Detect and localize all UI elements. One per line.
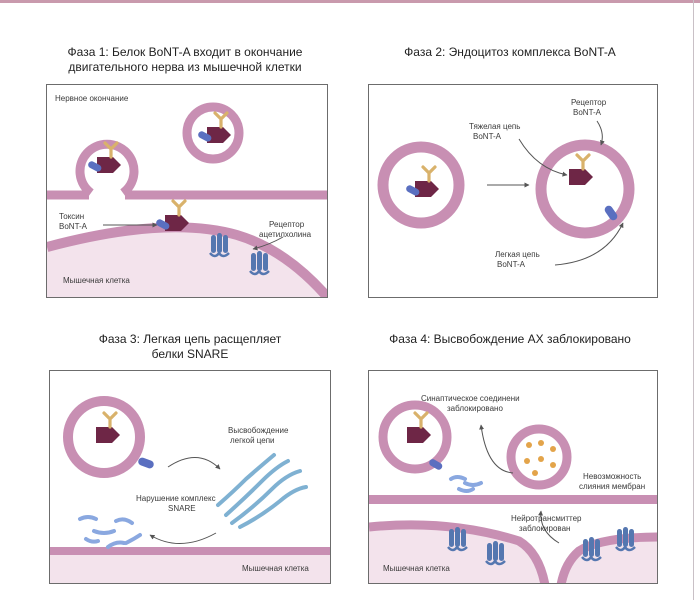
vesicle xyxy=(378,400,452,474)
phase1-title-line1: Фаза 1: Белок BoNT-A входит в окончание xyxy=(67,45,303,59)
acetylcholine-receptor-icon xyxy=(208,231,231,258)
muscle-label: Мышечная клетка xyxy=(242,564,309,573)
neurotransmitter-dot xyxy=(538,456,544,462)
snare-fragment xyxy=(78,515,98,521)
phase3-illustration: Высвобождение легкой цепи Нарушение комп… xyxy=(50,396,330,583)
toxin-label-1: Токсин xyxy=(59,212,84,221)
heavy-label-2: BoNT-A xyxy=(473,132,502,141)
muscle-label: Мышечная клетка xyxy=(383,564,450,573)
phase2-title-line1: Фаза 2: Эндоцитоз комплекса BoNT-A xyxy=(404,45,616,59)
toxin-icon xyxy=(153,199,191,233)
toxin-icon xyxy=(567,153,595,187)
acetylcholine-receptor-icon xyxy=(484,539,507,566)
acetylcholine-receptor-icon xyxy=(248,249,271,276)
nerve-membrane xyxy=(369,495,657,504)
arrow-icon xyxy=(252,236,284,251)
muscle-membrane xyxy=(47,222,327,297)
phase4-title-line1: Фаза 4: Высвобождение АХ заблокировано xyxy=(389,332,631,346)
neurotransmitter-dot xyxy=(550,462,556,468)
acetylcholine-receptor-icon xyxy=(580,535,603,562)
synapse-label-1: Синаптическое соединени xyxy=(421,394,520,403)
snare-fragment xyxy=(463,481,483,487)
phase2-title: Фаза 2: Эндоцитоз комплекса BoNT-A xyxy=(370,45,650,60)
toxin-icon xyxy=(195,111,233,145)
receptor-label-2: ацетилхолина xyxy=(259,230,312,239)
release-label-1: Высвобождение xyxy=(228,426,289,435)
snare-protein-icon xyxy=(230,469,302,525)
top-accent-line xyxy=(0,0,700,3)
acetylcholine-receptor-icon xyxy=(446,525,469,552)
vesicle xyxy=(535,139,635,239)
arrow-icon xyxy=(596,120,605,146)
snare-protein-icon xyxy=(224,459,290,517)
vesicle xyxy=(506,424,572,490)
arrow-icon xyxy=(479,424,514,474)
phase2-panel: Рецептор BoNT-A Тяжелая цепь BoNT-A Легк… xyxy=(368,84,658,298)
receptor-label-1: Рецептор xyxy=(571,98,607,107)
toxin-icon xyxy=(403,165,441,199)
receptor-label-1: Рецептор xyxy=(269,220,305,229)
arrow-icon xyxy=(538,510,560,544)
snare-fragment xyxy=(92,529,116,535)
phase4-title: Фаза 4: Высвобождение АХ заблокировано xyxy=(370,332,650,347)
neurotransmitter-dot xyxy=(538,440,544,446)
snare-fragment xyxy=(449,475,467,481)
neurotransmitter-dot xyxy=(526,442,532,448)
heavy-label-1: Тяжелая цепь xyxy=(469,122,520,131)
phase4-illustration: Синаптическое соединени заблокировано Не… xyxy=(369,394,657,583)
muscle-membrane xyxy=(369,520,550,583)
snare-protein-icon xyxy=(216,453,276,507)
phase3-title-line2: белки SNARE xyxy=(151,347,229,361)
synapse-label-2: заблокировано xyxy=(447,404,503,413)
phase1-panel: Нервное окончание Токсин BoNT-A Рецептор… xyxy=(46,84,328,298)
nt-label-1: Нейротрансмиттер xyxy=(511,514,582,523)
neurotransmitter-dot xyxy=(532,470,538,476)
snare-label-2: SNARE xyxy=(168,504,196,513)
phase3-panel: Высвобождение легкой цепи Нарушение комп… xyxy=(49,370,331,584)
light-label-2: BoNT-A xyxy=(497,260,526,269)
phase1-title: Фаза 1: Белок BoNT-A входит в окончание … xyxy=(40,45,330,75)
arrow-icon xyxy=(554,222,624,266)
right-edge-line xyxy=(693,0,694,600)
arrow-icon xyxy=(518,138,568,177)
light-label-1: Легкая цепь xyxy=(495,250,540,259)
vesicle xyxy=(377,141,465,229)
snare-fragment xyxy=(124,533,142,545)
snare-fragment xyxy=(106,540,126,549)
toxin-label-2: BoNT-A xyxy=(59,222,88,231)
muscle-cell xyxy=(50,551,330,583)
phase4-panel: Синаптическое соединени заблокировано Не… xyxy=(368,370,658,584)
light-chain xyxy=(604,205,618,221)
toxin-icon xyxy=(94,411,122,445)
toxin-icon xyxy=(405,411,433,445)
release-label-2: легкой цепи xyxy=(230,436,275,445)
phase1-title-line2: двигательного нерва из мышечной клетки xyxy=(68,60,302,74)
muscle-membrane xyxy=(50,547,330,555)
acetylcholine-receptor-icon xyxy=(614,525,637,552)
snare-fragment xyxy=(114,517,134,525)
phase1-illustration: Нервное окончание Токсин BoNT-A Рецептор… xyxy=(47,94,327,297)
fusion-label-1: Невозможность xyxy=(583,472,641,481)
phase2-illustration: Рецептор BoNT-A Тяжелая цепь BoNT-A Легк… xyxy=(377,98,635,269)
snare-fragment xyxy=(457,487,475,493)
arrow-icon xyxy=(167,457,221,470)
phase3-title: Фаза 3: Легкая цепь расщепляет белки SNA… xyxy=(45,332,335,362)
fusion-label-2: слияния мембран xyxy=(579,482,645,491)
vesicle xyxy=(63,396,145,478)
neurotransmitter-dot xyxy=(524,458,530,464)
nt-label-2: заблокирован xyxy=(519,524,570,533)
snare-protein-icon xyxy=(238,485,308,529)
light-chain xyxy=(138,457,154,469)
snare-fragment xyxy=(84,537,100,544)
snare-label-1: Нарушение комплекс xyxy=(136,494,216,503)
muscle-label: Мышечная клетка xyxy=(63,276,130,285)
vesicle xyxy=(182,102,244,164)
arrow-icon xyxy=(149,532,217,544)
receptor-label-2: BoNT-A xyxy=(573,108,602,117)
light-chain xyxy=(429,459,443,470)
nerve-label: Нервное окончание xyxy=(55,94,129,103)
phase3-title-line1: Фаза 3: Легкая цепь расщепляет xyxy=(98,332,282,346)
neurotransmitter-dot xyxy=(550,446,556,452)
